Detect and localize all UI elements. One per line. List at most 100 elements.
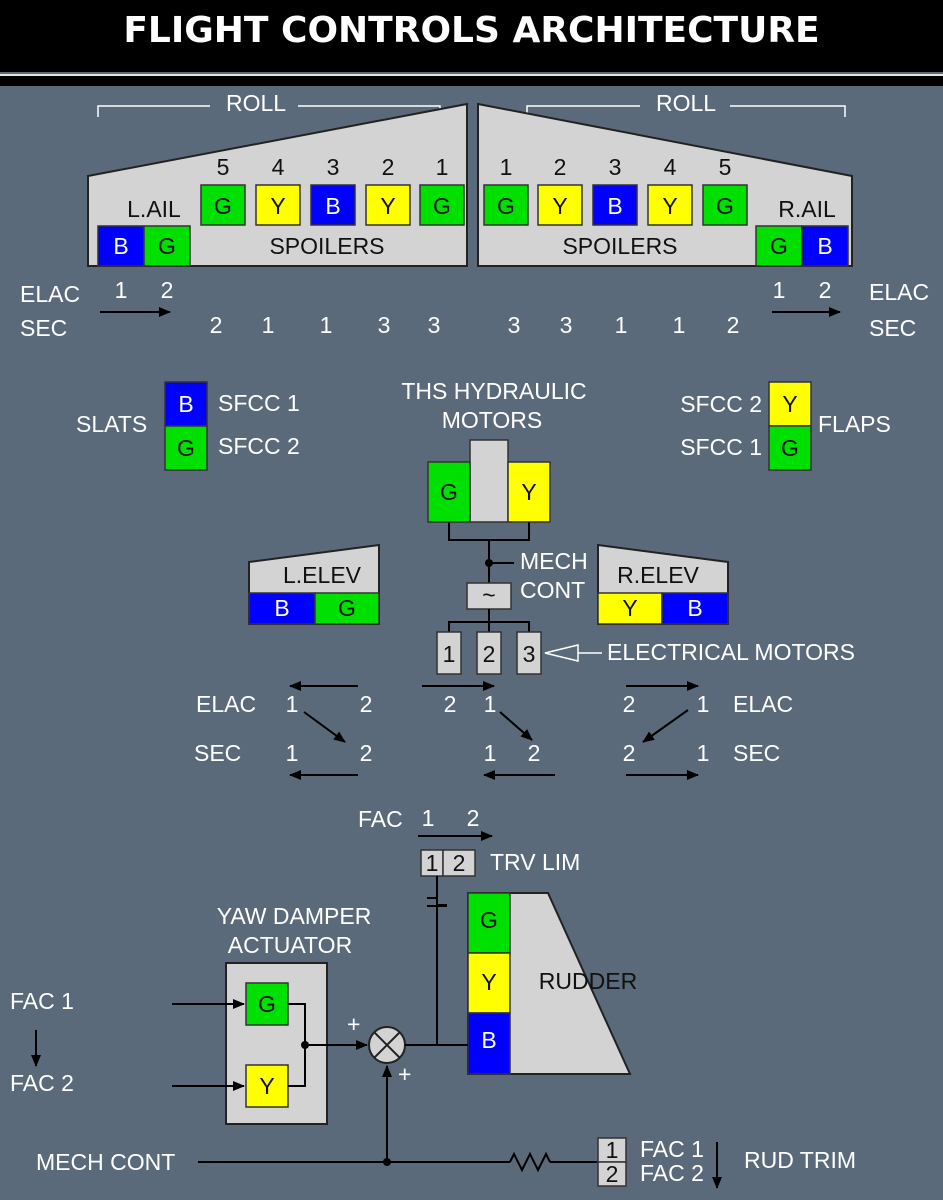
trim-spring [509, 1151, 551, 1173]
left-sec-number: 3 [378, 312, 391, 338]
left-spoiler-number: 2 [382, 154, 395, 180]
pitch-elac-label-left: ELAC [196, 691, 256, 717]
rud-trim-number-1: 1 [606, 1137, 619, 1163]
right-sec-number: 1 [673, 312, 686, 338]
pitch-center-diag-arrow [499, 711, 533, 741]
left-spoiler-number: 1 [436, 154, 449, 180]
right-spoiler-number: 2 [554, 154, 567, 180]
ths-motor-link [448, 522, 530, 541]
right-sec-number: 3 [560, 312, 573, 338]
ths-mech-line2: CONT [520, 577, 585, 603]
electrical-motors-label: ELECTRICAL MOTORS [607, 639, 855, 665]
rud-trim-label: RUD TRIM [744, 1147, 856, 1173]
right-spoiler-5 [702, 184, 748, 226]
left-sec-number: 3 [428, 312, 441, 338]
slats-system-b [164, 381, 208, 427]
left-aileron-g [143, 225, 191, 267]
flaps-system-g-label: G [781, 435, 799, 461]
electrical-motor-1 [436, 631, 462, 675]
left-elevator-label: L.ELEV [283, 562, 362, 588]
ths-mech-line1: MECH [520, 548, 588, 574]
yaw-damper-title-line2: ACTUATOR [228, 932, 352, 958]
rud-trim-number-2: 2 [606, 1161, 619, 1187]
trv-lim-number-1: 1 [426, 850, 439, 876]
rudder-actuator-g [467, 892, 511, 954]
right-spoiler-4-label: Y [662, 193, 677, 219]
left-spoiler-4 [255, 184, 301, 226]
pitch-center-top-1: 1 [484, 691, 497, 717]
rud-trim-fac1-label: FAC 1 [640, 1136, 704, 1162]
right-spoiler-number: 1 [500, 154, 513, 180]
trv-lim-link [427, 876, 447, 907]
left-sec-number: 1 [262, 312, 275, 338]
trv-lim-number-2: 2 [453, 850, 466, 876]
title-divider-gap [0, 76, 943, 86]
pitch-left-diag-arrow [303, 711, 346, 743]
rudder-actuator-g-label: G [480, 907, 498, 933]
right-aileron-b [801, 225, 849, 267]
right-spoiler-3-label: B [607, 193, 622, 219]
slats-system-g-label: G [177, 435, 195, 461]
summer-plus-top: + [347, 1011, 360, 1037]
rudder-fac-label: FAC [358, 806, 403, 832]
right-sec-label: SEC [869, 315, 916, 341]
electrical-motor-2-label: 2 [483, 641, 496, 667]
ths-motor-y-label: Y [521, 479, 536, 505]
ths-title-line2: MOTORS [442, 407, 543, 433]
right-elevator-label: R.ELEV [617, 562, 699, 588]
left-spoiler-5-label: G [214, 193, 232, 219]
right-elac-label: ELAC [869, 279, 929, 305]
pitch-left-sec-1: 1 [286, 740, 299, 766]
rudder-actuator-y-label: Y [481, 969, 496, 995]
roll-label-right: ROLL [656, 90, 716, 116]
right-aileron-g-label: G [770, 233, 788, 259]
slats-sfcc1-label: SFCC 1 [218, 390, 300, 416]
left-spoiler-3 [310, 184, 356, 226]
flaps-system-y [768, 381, 812, 427]
right-elac-number: 1 [773, 277, 786, 303]
roll-label-left: ROLL [226, 90, 286, 116]
pitch-center-top-2: 2 [444, 691, 457, 717]
pitch-center-bottom-1: 1 [484, 740, 497, 766]
right-aileron-g [755, 225, 803, 267]
right-elevator-b-label: B [687, 595, 702, 621]
right-spoiler-number: 5 [719, 154, 732, 180]
yaw-damper-title-line1: YAW DAMPER [217, 903, 372, 929]
summing-junction-cross [373, 1031, 401, 1059]
ths-center-block [469, 439, 509, 523]
right-aileron-b-label: B [817, 233, 832, 259]
right-spoiler-2-label: Y [552, 193, 567, 219]
left-aileron-g-label: G [158, 233, 176, 259]
summer-plus-bottom: + [398, 1061, 411, 1087]
slats-sfcc2-label: SFCC 2 [218, 433, 300, 459]
ths-motor-g-label: G [440, 479, 458, 505]
left-spoiler-4-label: Y [270, 193, 285, 219]
right-spoiler-5-label: G [716, 193, 734, 219]
left-spoiler-1 [419, 184, 465, 226]
right-elevator-y [597, 592, 663, 625]
left-elevator-g-label: G [338, 595, 356, 621]
electrical-motor-3-label: 3 [523, 641, 536, 667]
yaw-fac2-label: FAC 2 [10, 1070, 74, 1096]
left-spoiler-number: 5 [217, 154, 230, 180]
right-spoilers-label: SPOILERS [562, 233, 677, 259]
left-sec-label: SEC [20, 315, 67, 341]
rudder-actuator-b-label: B [481, 1027, 496, 1053]
pitch-left-elac-1: 1 [286, 691, 299, 717]
right-elevator-y-label: Y [622, 595, 637, 621]
yaw-damper-y [245, 1064, 289, 1108]
right-aileron-label: R.AIL [778, 196, 836, 222]
pitch-right-elac-1: 1 [697, 691, 710, 717]
left-sec-number: 2 [210, 312, 223, 338]
ths-motor-y [507, 461, 551, 523]
ths-title-line1: THS HYDRAULIC [401, 378, 586, 404]
yaw-damper-y-label: Y [259, 1073, 274, 1099]
trv-lim-label: TRV LIM [490, 849, 580, 875]
pitch-right-sec-2: 2 [623, 740, 636, 766]
electrical-motor-2 [476, 631, 502, 675]
right-spoiler-number: 3 [609, 154, 622, 180]
slats-system-g [164, 425, 208, 471]
ths-gearbox-symbol: ~ [482, 582, 495, 608]
left-aileron-label: L.AIL [127, 196, 181, 222]
